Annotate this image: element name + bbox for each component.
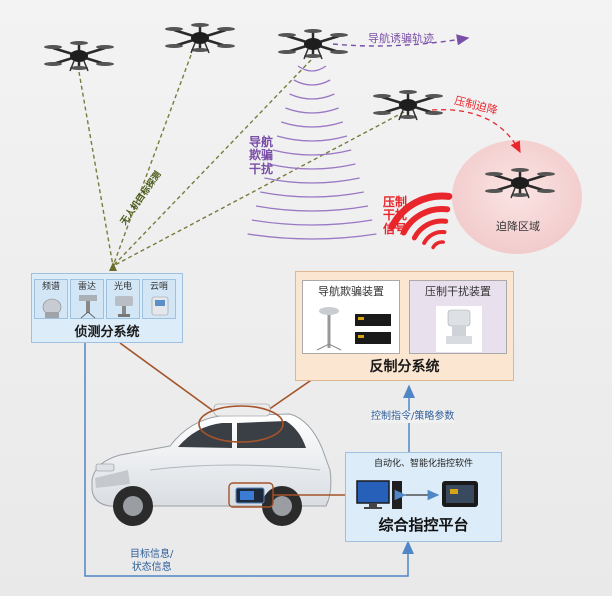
device-label: 压制干扰装置 [425,285,491,298]
nav-spoof-wave [264,177,360,184]
drone-icon [371,88,445,122]
control-params-label: 控制指令/策略参数 [371,411,455,423]
suppression-wave [411,218,449,241]
nav-spoof-wave [268,163,356,170]
sensor-label: 雷达 [77,282,96,292]
detection-origin-marker [109,262,117,271]
platform-title: 综合指控平台 [378,516,469,534]
sensor-label: 频谱 [41,282,60,292]
detection-links [78,54,405,267]
sensor-card-cloud-sentry: 云哨 [142,279,176,319]
suppression-wave [388,192,453,231]
suv-vehicle-icon [91,403,332,526]
landing-zone-label: 迫降区域 [496,220,540,233]
drone-icon [42,39,116,73]
countermeasure-subsystem-panel: 导航欺骗装置 压制干扰装置 反制分系统 [295,271,514,381]
nav-spoof-wave [285,107,339,114]
roof-equipment-highlight [198,405,284,443]
tablet-icon [442,481,478,507]
nav-trajectory-arrow [332,34,470,47]
platform-equipment-icons [356,480,478,509]
device-card-nav-spoof: 导航欺骗装置 [302,280,400,354]
suppress-signal-label: 压制 干扰 信号 [382,195,407,236]
suppression-wave [422,230,447,245]
platform-software-label: 自动化、智能化指控软件 [373,459,473,469]
nav-spoof-wave [276,135,348,142]
forced-landing-arrow [431,109,521,154]
sensor-card-radar: 雷达 [70,279,104,319]
suppression-wave [431,240,445,250]
drone-icon [163,21,237,55]
sensor-card-spectrum: 频谱 [34,279,68,319]
nav-spoof-wave [255,205,369,212]
cloud-sentry-icon [151,296,169,316]
sensor-label: 光电 [113,282,132,292]
status-link [84,343,414,577]
suppression-device-icon [436,306,482,352]
nav-spoof-device-icon [316,307,391,351]
nav-spoof-wave [247,233,377,240]
nav-trajectory-label: 导航诱骗轨迹 [368,32,434,45]
command-platform-panel: 自动化、智能化指控软件 综合指控平台 [345,452,502,542]
countermeasure-subsystem-title: 反制分系统 [369,359,440,375]
suppression-wave [400,206,451,236]
device-label: 导航欺骗装置 [318,285,384,298]
radar-sensor-icon [79,295,97,319]
detection-subsystem-panel: 频谱 雷达 光电 云哨 侦测分系统 [31,273,183,343]
nav-spoof-wave [289,93,335,100]
suppression-waves [388,192,453,250]
nav-spoof-wave [280,121,344,128]
target-info-label: 目标信息/ 状态信息 [130,549,174,573]
spectrum-sensor-icon [42,298,62,318]
monitor-icon [356,480,402,509]
nav-spoof-wave [251,219,373,226]
landing-zone-area [452,140,582,254]
nav-spoof-wave [260,191,364,198]
nav-spoof-wave [297,65,327,72]
nav-spoof-wave [293,79,331,86]
nav-spoof-label: 导航 欺骗 干扰 [248,135,273,176]
navigation-spoof-waves [247,65,377,240]
device-card-suppression: 压制干扰装置 [409,280,507,354]
sensor-label: 云哨 [149,282,168,292]
electro-optical-sensor-icon [115,296,133,317]
sensor-card-electro-optical: 光电 [106,279,140,319]
nav-spoof-wave [272,149,352,156]
roof-links [119,342,321,411]
detection-subsystem-title: 侦测分系统 [74,325,140,340]
